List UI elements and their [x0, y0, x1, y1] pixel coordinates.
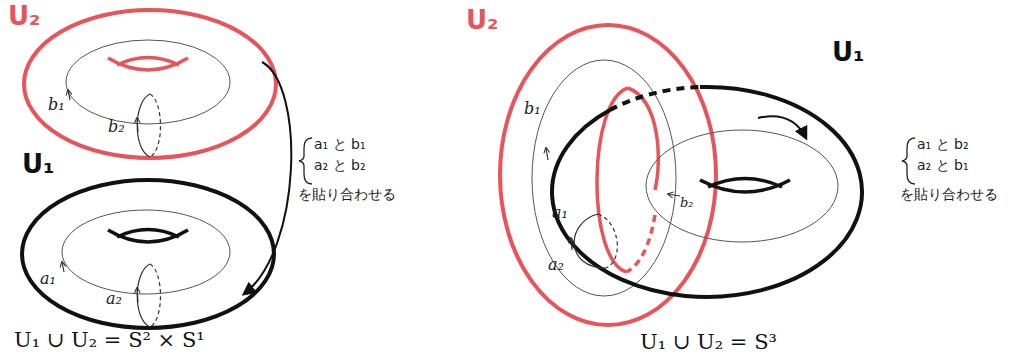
- gluing-rule: a₁ と b₂: [917, 136, 969, 152]
- curve-label: b₁: [48, 96, 65, 114]
- brace: [299, 138, 312, 184]
- curve-label: b₁: [524, 100, 541, 118]
- solid-torus-u1: [552, 87, 862, 297]
- curve-label: b₂: [680, 196, 694, 211]
- torus-name: U₂: [466, 6, 499, 36]
- gluing-rule: a₂ と b₁: [917, 157, 969, 173]
- solid-torus-u2: [500, 25, 716, 325]
- curve-label: a₁: [40, 270, 56, 288]
- torus-name: U₁: [832, 38, 865, 68]
- caption: U₁ ∪ U₂ = S³: [640, 330, 777, 354]
- gluing-rule: を貼り合わせる: [900, 186, 998, 202]
- curve-label: a₂: [548, 256, 564, 274]
- gluing-rule: a₁ と b₁: [314, 136, 366, 152]
- gluing-rule: a₂ と b₂: [314, 157, 366, 173]
- curve-label: b₂: [108, 118, 125, 136]
- torus-name: U₁: [22, 150, 55, 180]
- gluing-arrow: [244, 62, 291, 294]
- curve-label: a₂: [106, 290, 122, 308]
- caption: U₁ ∪ U₂ = S² × S¹: [14, 328, 205, 352]
- torus-name: U₂: [8, 2, 41, 32]
- brace: [902, 138, 915, 184]
- solid-torus-u1: [22, 180, 274, 328]
- solid-torus-u2: [24, 10, 276, 158]
- curve-label: a₁: [552, 204, 568, 222]
- gluing-rule: を貼り合わせる: [298, 186, 396, 202]
